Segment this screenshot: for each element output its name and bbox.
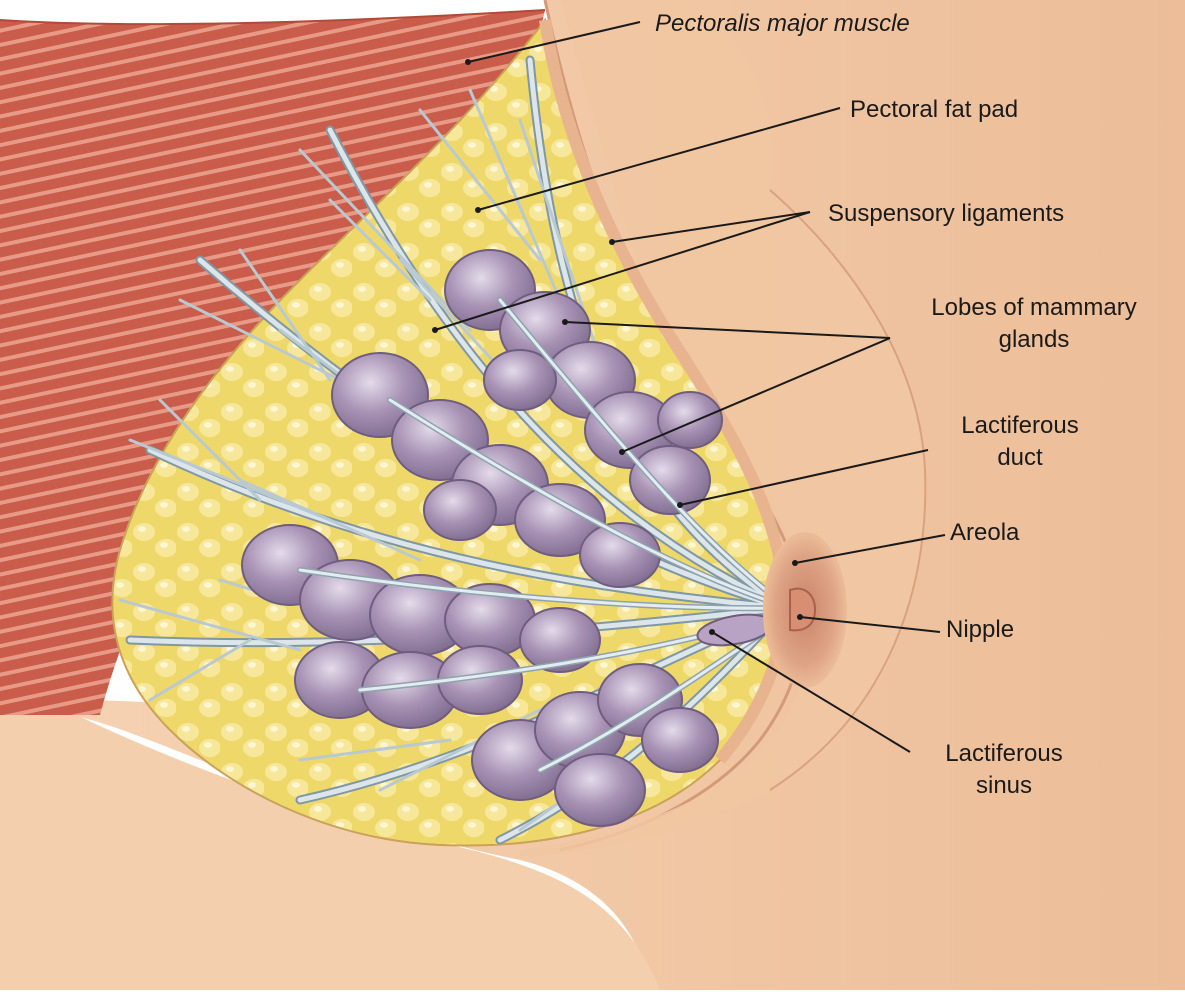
label-sinus-line1: Lactiferous <box>914 738 1094 770</box>
label-lactiferous-duct: Lactiferous duct <box>930 410 1110 474</box>
label-pectoral-fat-pad: Pectoral fat pad <box>850 94 1018 126</box>
label-nipple: Nipple <box>946 614 1014 646</box>
label-sinus-line2: sinus <box>914 770 1094 802</box>
label-suspensory-ligaments: Suspensory ligaments <box>828 198 1064 230</box>
label-lobes-line2: glands <box>884 324 1184 356</box>
label-pectoralis-major-muscle: Pectoralis major muscle <box>655 8 910 40</box>
label-areola: Areola <box>950 517 1019 549</box>
label-lobes-of-mammary-glands: Lobes of mammary glands <box>884 292 1184 356</box>
label-duct-line2: duct <box>930 442 1110 474</box>
label-lactiferous-sinus: Lactiferous sinus <box>914 738 1094 802</box>
label-duct-line1: Lactiferous <box>930 410 1110 442</box>
nipple-shape <box>790 589 815 631</box>
label-lobes-line1: Lobes of mammary <box>884 292 1184 324</box>
